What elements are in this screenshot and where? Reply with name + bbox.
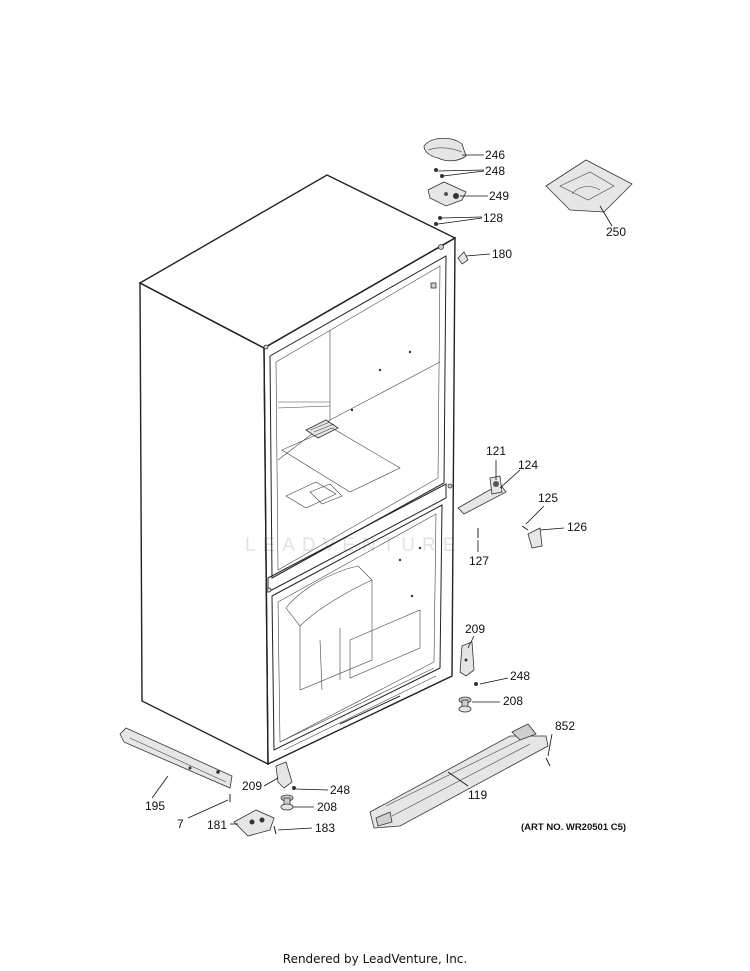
part-label-128: 128 bbox=[483, 211, 503, 225]
footer-credit: Rendered by LeadVenture, Inc. bbox=[282, 952, 468, 966]
part-label-208-right: 208 bbox=[503, 694, 523, 708]
part-label-180: 180 bbox=[492, 247, 512, 261]
part-label-124: 124 bbox=[518, 458, 538, 472]
leader-lines bbox=[151, 154, 613, 831]
hinge-cover-part bbox=[423, 137, 467, 162]
door-stop-part bbox=[457, 251, 469, 265]
roller-bracket-part bbox=[233, 809, 275, 837]
part-label-246: 246 bbox=[485, 148, 505, 162]
part-label-248-right: 248 bbox=[510, 669, 530, 683]
hinge-pin-part bbox=[477, 525, 543, 549]
screws-part bbox=[434, 168, 444, 226]
part-label-195: 195 bbox=[145, 799, 165, 813]
watermark: LEADVENTURE bbox=[245, 535, 463, 556]
part-label-248-top: 248 bbox=[485, 164, 505, 178]
part-label-126: 126 bbox=[567, 520, 587, 534]
lower-hinge-right-part bbox=[459, 641, 478, 686]
part-label-208-left: 208 bbox=[317, 800, 337, 814]
cabinet bbox=[138, 174, 457, 766]
lower-hinge-left-part bbox=[275, 761, 296, 790]
part-label-181: 181 bbox=[207, 818, 227, 832]
grille-screw-part bbox=[545, 757, 551, 767]
part-label-7: 7 bbox=[177, 817, 184, 831]
part-label-248-left: 248 bbox=[330, 783, 350, 797]
leveling-leg-right-part bbox=[458, 696, 472, 713]
top-hinge-part bbox=[427, 181, 467, 207]
part-label-119: 119 bbox=[468, 788, 487, 802]
part-label-127: 127 bbox=[469, 554, 489, 568]
kick-plate-part bbox=[119, 727, 233, 789]
center-hinge-part bbox=[457, 475, 507, 515]
part-label-125: 125 bbox=[538, 491, 558, 505]
grille-part bbox=[369, 723, 549, 829]
part-label-209-left: 209 bbox=[242, 779, 262, 793]
leveling-leg-left-part bbox=[280, 794, 294, 811]
part-label-121: 121 bbox=[486, 444, 506, 458]
part-label-249: 249 bbox=[489, 189, 509, 203]
art-number: (ART NO. WR20501 C5) bbox=[521, 822, 627, 833]
roller-screw-part bbox=[273, 825, 277, 835]
part-label-250: 250 bbox=[606, 225, 626, 239]
part-label-852: 852 bbox=[555, 719, 575, 733]
part-label-209-right: 209 bbox=[465, 622, 485, 636]
part-label-183: 183 bbox=[315, 821, 335, 835]
hinge-template-part bbox=[545, 159, 633, 213]
